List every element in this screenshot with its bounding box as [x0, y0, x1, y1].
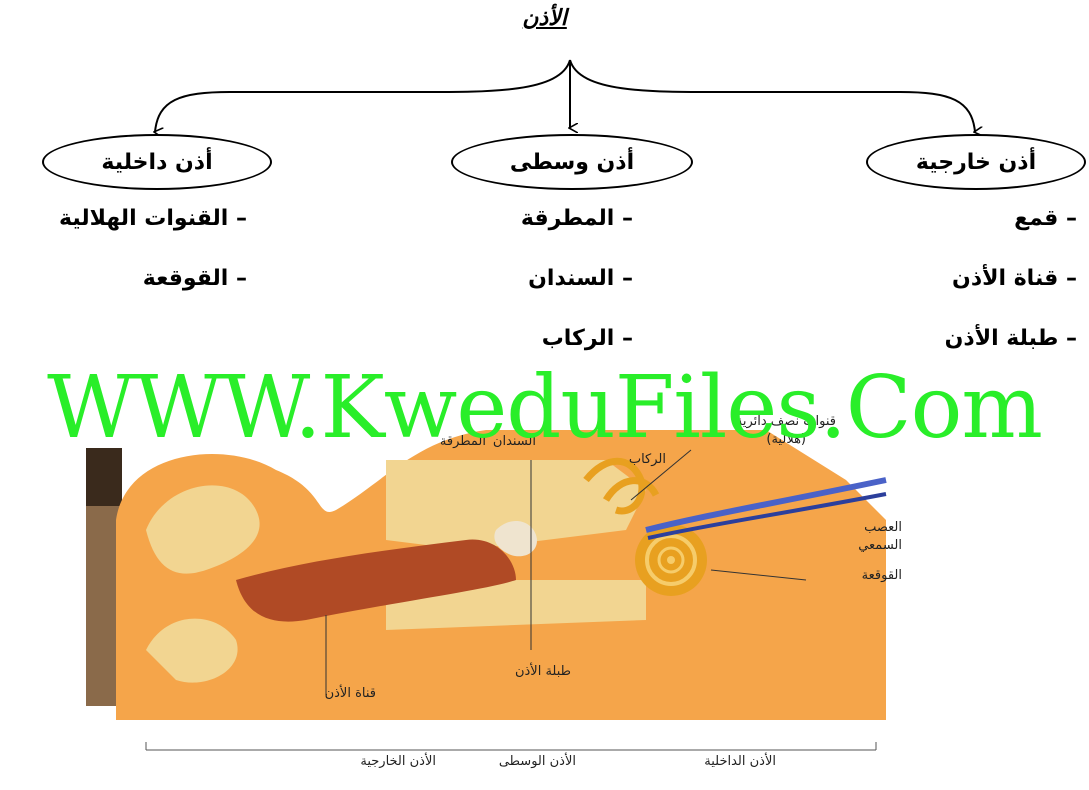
middle-ear-item: – السندان — [528, 266, 633, 291]
branch-outer-ear: أذن خارجية — [866, 134, 1086, 190]
label-ear-canal: قناة الأذن — [325, 686, 376, 701]
label-middle-ear: الأذن الوسطى — [499, 754, 576, 769]
inner-ear-item: – القوقعة — [143, 266, 247, 291]
outer-ear-item: – قمع — [1014, 206, 1077, 231]
outer-ear-item: – طبلة الأذن — [945, 326, 1077, 351]
label-nerve-2: السمعي — [858, 538, 902, 553]
label-eardrum: طبلة الأذن — [515, 664, 571, 679]
branch-inner-ear: أذن داخلية — [42, 134, 272, 190]
inner-ear-item: – القنوات الهلالية — [59, 206, 247, 231]
label-inner-ear: الأذن الداخلية — [704, 754, 776, 769]
middle-ear-item: – الركاب — [542, 326, 633, 351]
label-outer-ear: الأذن الخارجية — [360, 754, 436, 769]
label-nerve-1: العصب — [864, 520, 902, 535]
middle-ear-item: – المطرقة — [521, 206, 633, 231]
outer-ear-item: – قناة الأذن — [952, 266, 1077, 291]
watermark-text: WWW.KweduFiles.Com — [0, 358, 1089, 458]
label-cochlea: القوقعة — [862, 568, 902, 583]
ear-anatomy-illustration: قنوات نصف دائرية (هلالية) المطرقة السندا… — [86, 420, 916, 770]
branch-middle-ear: أذن وسطى — [451, 134, 693, 190]
